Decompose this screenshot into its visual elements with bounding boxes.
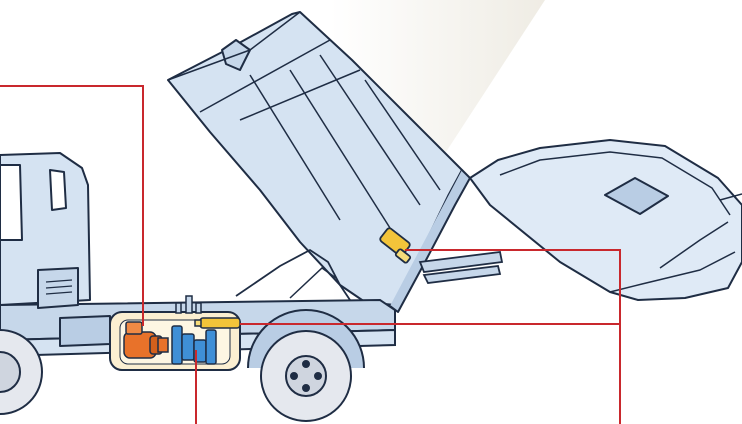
rear-hopper xyxy=(469,139,742,301)
lift-cylinder xyxy=(194,317,241,329)
lift-arm xyxy=(418,251,504,284)
exhaust-stacks xyxy=(175,295,202,314)
leader-line-cylinder xyxy=(405,249,621,424)
hydraulic-valves xyxy=(171,325,217,365)
leader-lines xyxy=(0,85,621,424)
front-wheel xyxy=(0,329,43,415)
truck-cab xyxy=(0,152,111,347)
rear-wheel xyxy=(247,309,365,422)
hydraulic-pump xyxy=(157,337,169,353)
leader-line-motor xyxy=(0,85,144,326)
